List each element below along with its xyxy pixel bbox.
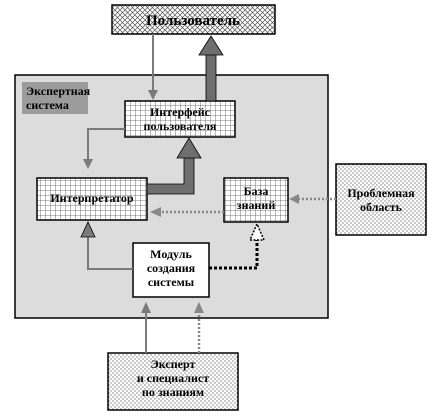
user-interface-label-line-2: пользователя bbox=[144, 119, 217, 133]
expert-box bbox=[107, 352, 239, 411]
expert-system-label-tag bbox=[22, 82, 88, 114]
expert-label-line-2: и специалист bbox=[137, 371, 209, 385]
system-builder-label-line-2: создания bbox=[147, 261, 196, 275]
arrow-builder-to-kb bbox=[209, 222, 266, 270]
arrow-interpreter-to-interface bbox=[146, 137, 202, 195]
arrow-expert-to-builder bbox=[141, 302, 151, 353]
user-box-label-line-1: Пользователь bbox=[146, 13, 240, 29]
user-box bbox=[111, 4, 276, 35]
arrow-user-to-interface bbox=[148, 34, 158, 100]
expert-label-line-1: Эксперт bbox=[151, 357, 196, 371]
arrow-problem-to-kb bbox=[289, 194, 336, 204]
interpreter-box bbox=[36, 177, 148, 221]
problem-area-label-line-1: Проблемная bbox=[347, 186, 415, 200]
user-interface-label-line-1: Интерфейс bbox=[150, 105, 211, 119]
arrow-builder-to-interpreter bbox=[80, 221, 133, 270]
arrow-expert-dotted-to-builder bbox=[194, 302, 204, 353]
interpreter-label-line-1: Интерпретатор bbox=[50, 191, 134, 205]
arrow-kb-to-interpreter bbox=[150, 207, 224, 217]
user-interface-box bbox=[124, 100, 236, 138]
interpreter-label: Интерпретатор bbox=[50, 191, 134, 205]
problem-area-box bbox=[335, 163, 427, 236]
knowledge-base-label-line-1: База bbox=[244, 184, 269, 198]
expert-system-label-line-1: Экспертная bbox=[26, 84, 91, 98]
knowledge-base-label-line-2: знаний bbox=[237, 198, 276, 212]
knowledge-base-box bbox=[223, 177, 289, 223]
system-builder-label-line-3: системы bbox=[148, 275, 195, 289]
expert-system-label-line-2: система bbox=[26, 98, 69, 112]
problem-area-label-line-2: область bbox=[360, 200, 403, 214]
expert-label-line-3: по знаниям bbox=[142, 385, 204, 399]
system-builder-box bbox=[132, 242, 210, 298]
user-box-label: Пользователь bbox=[146, 13, 240, 29]
arrow-interface-to-interpreter bbox=[83, 128, 125, 169]
system-builder-label-line-1: Модуль bbox=[150, 247, 192, 261]
arrow-interface-to-user bbox=[198, 35, 224, 102]
